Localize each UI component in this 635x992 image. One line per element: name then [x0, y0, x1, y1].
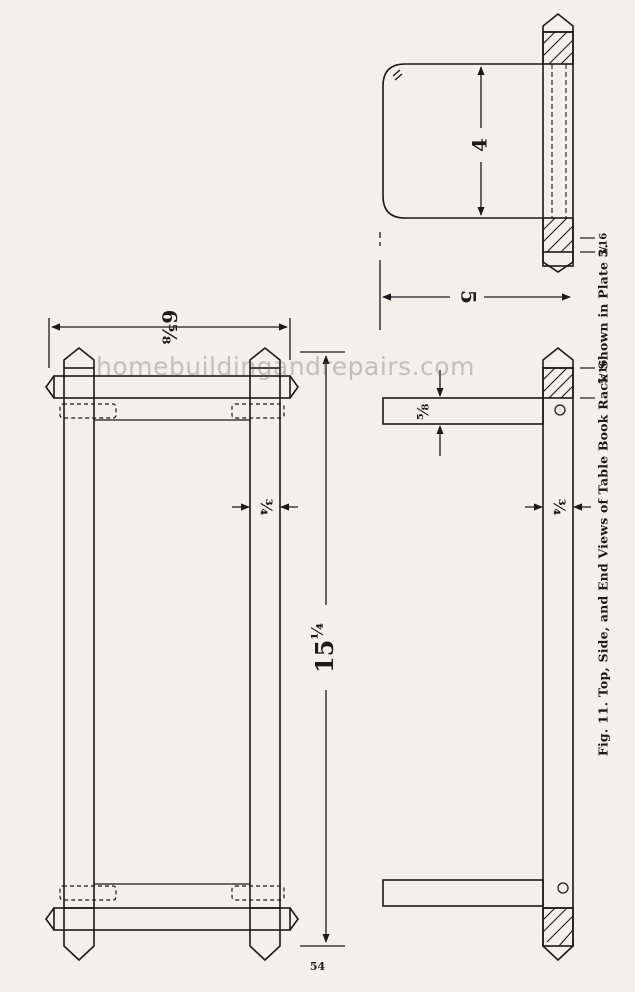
side-view-thickness-label: ⅝ [414, 403, 433, 420]
top-view-lower-end-left-point [45, 907, 55, 931]
top-view-right-rail-bottom-point [249, 908, 281, 962]
side-view-upper-upright [382, 397, 544, 425]
top-view-left-rail-top-point [63, 346, 95, 368]
side-view-small-dimension [580, 367, 595, 399]
top-view-rail-width-label: ¾ [257, 499, 276, 516]
side-view-lower-upright [382, 879, 544, 907]
side-view-top-section [542, 367, 574, 399]
top-view-upper-end-piece [53, 375, 291, 399]
side-view-pin-lower [557, 882, 569, 894]
end-view-radius-mark [392, 69, 403, 81]
top-view-right-rail [249, 367, 281, 909]
end-view-panel [382, 63, 543, 219]
side-view-top-hatch [542, 367, 574, 399]
top-view-length-label: 15¼ [308, 623, 339, 673]
top-view-width-dimension [48, 318, 291, 368]
top-view-right-rail-top-point [249, 346, 281, 368]
end-view-height-label: 4 [468, 138, 492, 152]
side-view-small-label: 5/16 [599, 360, 610, 385]
top-view-upper-end-right-point [289, 375, 299, 399]
end-view-bottom-hatch [542, 217, 574, 253]
end-view-overall-label: 5 [457, 290, 481, 304]
side-view-pin-upper [554, 404, 566, 416]
side-view-bottom-hatch [542, 907, 574, 947]
end-view-top-section [542, 31, 574, 65]
top-view-left-rail [63, 367, 95, 909]
side-view-rail-width-label: ¾ [550, 499, 569, 516]
watermark-text: homebuildingandrepairs.com [96, 352, 475, 381]
end-view-small-label: 5/16 [599, 233, 610, 258]
figure-caption: Fig. 11. Top, Side, and End Views of Tab… [595, 243, 611, 757]
end-view-post-top-point [542, 12, 574, 32]
end-view-top-hatch [542, 31, 574, 65]
end-view-bottom-section [542, 217, 574, 253]
top-view-length-dimension [300, 351, 345, 947]
side-view-bottom-section [542, 907, 574, 947]
end-view-overall-dimension [379, 232, 571, 330]
top-view-hidden-tenons [59, 403, 285, 901]
end-view-small-dimension [580, 237, 595, 253]
end-view-post-bottom-point [542, 252, 574, 273]
top-view-width-label: 6⅝ [158, 310, 182, 345]
side-view-rail [542, 367, 574, 909]
top-view-lower-end-piece [53, 907, 291, 931]
end-view [382, 12, 574, 273]
side-view-rail-top-point [542, 346, 574, 368]
top-view-upper-end-left-point [45, 375, 55, 399]
side-view [382, 346, 574, 962]
page-number: 54 [309, 960, 326, 973]
top-view-left-rail-bottom-point [63, 908, 95, 962]
top-view-lower-end-right-point [289, 907, 299, 931]
top-view [45, 346, 299, 962]
